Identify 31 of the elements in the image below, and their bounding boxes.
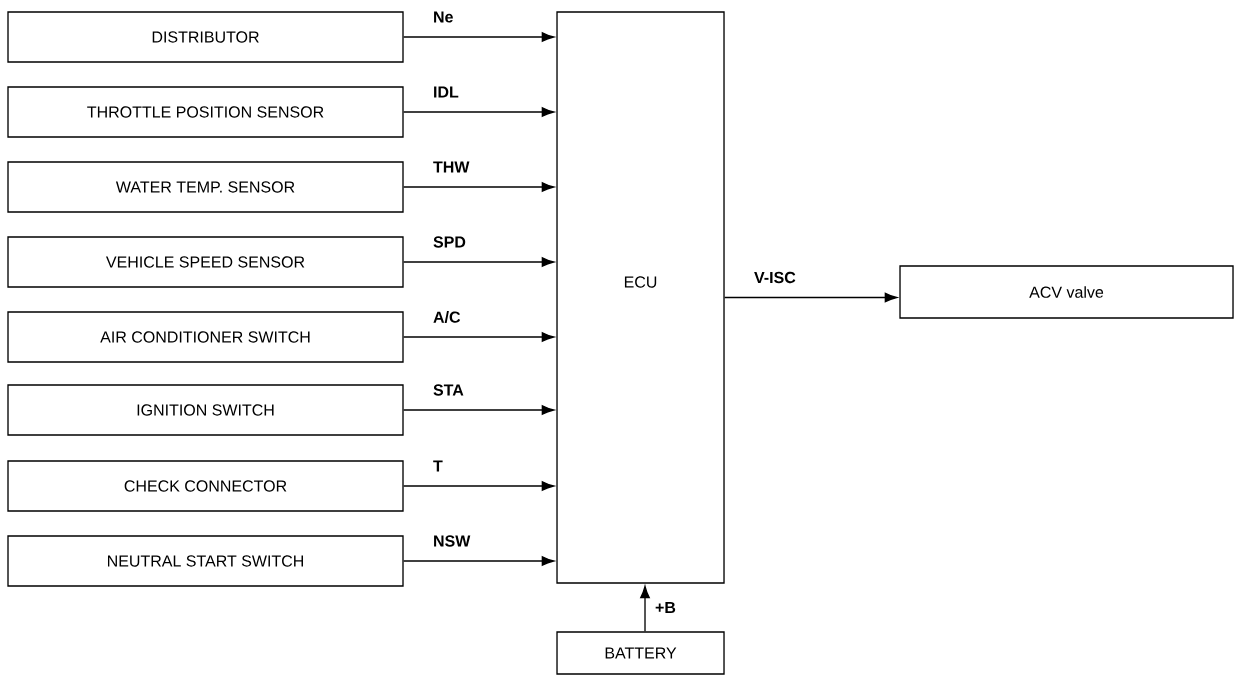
battery-box: BATTERY xyxy=(556,631,725,675)
edge-label: Ne xyxy=(434,11,453,23)
arrow xyxy=(403,107,555,117)
arrow xyxy=(403,257,555,267)
edge-label: THW xyxy=(433,161,470,173)
edge-label: IDL xyxy=(434,86,459,98)
component-box: IGNITION SWITCH xyxy=(7,384,404,436)
edge-label: V-ISC xyxy=(754,271,796,284)
arrow xyxy=(403,332,555,342)
arrow xyxy=(403,182,555,192)
component-box: VEHICLE SPEED SENSOR xyxy=(7,236,404,288)
edge-label: SPD xyxy=(433,236,466,248)
arrow xyxy=(640,585,650,632)
edge-label: A/C xyxy=(433,311,461,323)
component-box: THROTTLE POSITION SENSOR xyxy=(7,86,404,138)
component-box: AIR CONDITIONER SWITCH xyxy=(7,311,404,363)
component-box: NEUTRAL START SWITCH xyxy=(7,535,404,587)
component-box: DISTRIBUTOR xyxy=(7,11,404,63)
arrow xyxy=(724,292,898,303)
component-box: WATER TEMP. SENSOR xyxy=(7,161,404,213)
edge-label: +B xyxy=(655,602,676,613)
control-unit-box: ECU xyxy=(556,11,725,584)
edge-label: NSW xyxy=(434,535,471,547)
component-box: ACV valve xyxy=(899,265,1234,319)
edge-label: T xyxy=(433,460,443,472)
arrow xyxy=(403,556,555,566)
arrow xyxy=(403,481,555,491)
arrow xyxy=(403,405,555,415)
edge-label: STA xyxy=(433,384,464,396)
component-box: CHECK CONNECTOR xyxy=(7,460,404,512)
arrow xyxy=(403,32,555,42)
